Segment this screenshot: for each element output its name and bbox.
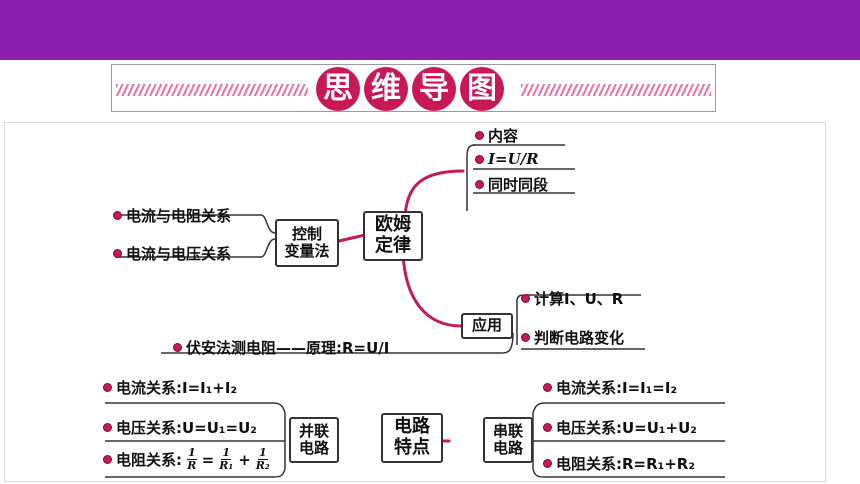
control-variable-label: 变量法 <box>284 242 330 260</box>
bullet-dot-icon <box>103 455 112 464</box>
application-node: 应用 <box>461 313 513 339</box>
content-item: 内容 <box>475 125 518 146</box>
mind-map: 欧姆 定律 内容 I=U/R 同时同段 控制 变量法 电流与电阻关系 电流与电压… <box>4 122 826 482</box>
top-bar <box>0 0 860 60</box>
bullet-dot-icon <box>543 383 552 392</box>
underline <box>105 402 286 414</box>
method-item: 伏安法测电阻——原理:R=U/I <box>173 337 389 358</box>
fraction: 1 R₁ <box>219 447 233 472</box>
fraction: 1 R₂ <box>256 447 270 472</box>
control-item: 电流与电阻关系 <box>113 205 231 226</box>
title-char: 思 <box>316 67 360 111</box>
application-item-label: 计算I、U、R <box>534 290 624 308</box>
series-item: 电阻关系:R=R₁+R₂ <box>543 453 695 474</box>
parallel-voltage-label: 电压关系:U=U₁=U₂ <box>116 419 257 437</box>
link-ohm-control <box>337 233 367 243</box>
parallel-circuit-label: 电路 <box>298 439 329 457</box>
numerator: 1 <box>257 446 268 460</box>
numerator: 1 <box>187 446 197 460</box>
connector-lines <box>105 144 725 478</box>
series-circuit-label: 电路 <box>492 439 523 457</box>
circuit-features-node: 电路 特点 <box>381 413 443 463</box>
banner-title: 思 维 导 图 <box>316 67 504 111</box>
content-item-label: 内容 <box>488 127 519 145</box>
parallel-item: 电压关系:U=U₁=U₂ <box>103 417 257 438</box>
formula-label: I=U/R <box>488 150 539 168</box>
method-line <box>161 332 514 354</box>
control-item-label: 电流与电压关系 <box>126 245 232 263</box>
parallel-item: 电阻关系: 1 R = 1 R₁ + 1 R₂ <box>103 447 271 472</box>
bullet-dot-icon <box>543 423 552 432</box>
method-label: 伏安法测电阻——原理:R=U/I <box>186 339 390 357</box>
application-item: 计算I、U、R <box>521 288 623 309</box>
link-ohm-content <box>403 169 465 223</box>
bullet-dot-icon <box>475 180 484 189</box>
control-variable-node: 控制 变量法 <box>275 219 339 267</box>
control-item-label: 电流与电阻关系 <box>126 207 232 225</box>
underline <box>105 468 286 478</box>
bullet-dot-icon <box>521 333 530 342</box>
series-current-label: 电流关系:I=I₁=I₂ <box>556 379 678 397</box>
bullet-dot-icon <box>521 294 530 303</box>
plus-sign: + <box>238 450 251 469</box>
bullet-dot-icon <box>173 343 182 352</box>
series-item: 电流关系:I=I₁=I₂ <box>543 377 677 398</box>
link-ohm-application <box>401 251 463 328</box>
title-banner: 思 维 导 图 <box>111 64 716 112</box>
parallel-resistance-prefix: 电阻关系: <box>116 451 182 469</box>
series-item: 电压关系:U=U₁+U₂ <box>543 417 697 438</box>
bullet-dot-icon <box>475 131 484 140</box>
application-label: 应用 <box>471 316 502 335</box>
content-item-label: 同时同段 <box>488 176 549 194</box>
fraction: 1 R <box>187 447 197 472</box>
series-resistance-label: 电阻关系:R=R₁+R₂ <box>556 455 695 473</box>
title-char: 维 <box>364 67 408 111</box>
bullet-dot-icon <box>103 423 112 432</box>
title-char: 图 <box>460 67 504 111</box>
equals-sign: = <box>201 450 215 469</box>
control-item: 电流与电压关系 <box>113 243 231 264</box>
ohm-law-node: 欧姆 定律 <box>363 211 423 261</box>
underline <box>532 468 725 478</box>
denominator: R <box>187 459 197 472</box>
bullet-dot-icon <box>113 249 122 258</box>
numerator: 1 <box>221 446 232 460</box>
denominator: R₂ <box>255 459 270 472</box>
content-bracket <box>466 144 476 211</box>
left-stripes <box>116 84 308 96</box>
parallel-circuit-label: 并联 <box>298 421 329 440</box>
underline <box>532 402 725 414</box>
application-item-label: 判断电路变化 <box>534 329 625 347</box>
title-char: 导 <box>412 67 456 111</box>
circuit-features-label: 电路 <box>394 416 430 438</box>
bullet-dot-icon <box>475 154 484 164</box>
parallel-item: 电流关系:I=I₁+I₂ <box>103 377 237 398</box>
right-stripes <box>521 84 711 96</box>
denominator: R₁ <box>219 459 234 472</box>
parallel-circuit-node: 并联 电路 <box>289 417 339 463</box>
series-circuit-node: 串联 电路 <box>483 417 533 463</box>
control-branch-top <box>115 214 276 234</box>
control-branch-bottom <box>115 238 276 258</box>
parallel-current-label: 电流关系:I=I₁+I₂ <box>116 379 238 397</box>
content-item: I=U/R <box>475 150 539 168</box>
bullet-dot-icon <box>103 383 112 392</box>
bullet-dot-icon <box>543 459 552 468</box>
bullet-dot-icon <box>113 211 122 220</box>
circuit-features-label: 特点 <box>394 437 430 458</box>
ohm-law-label: 定律 <box>375 235 411 256</box>
content-item: 同时同段 <box>475 174 548 195</box>
ohm-law-label: 欧姆 <box>375 214 411 236</box>
series-circuit-label: 串联 <box>492 421 523 440</box>
application-item: 判断电路变化 <box>521 327 624 348</box>
control-variable-label: 控制 <box>291 224 322 243</box>
series-voltage-label: 电压关系:U=U₁+U₂ <box>556 419 697 437</box>
